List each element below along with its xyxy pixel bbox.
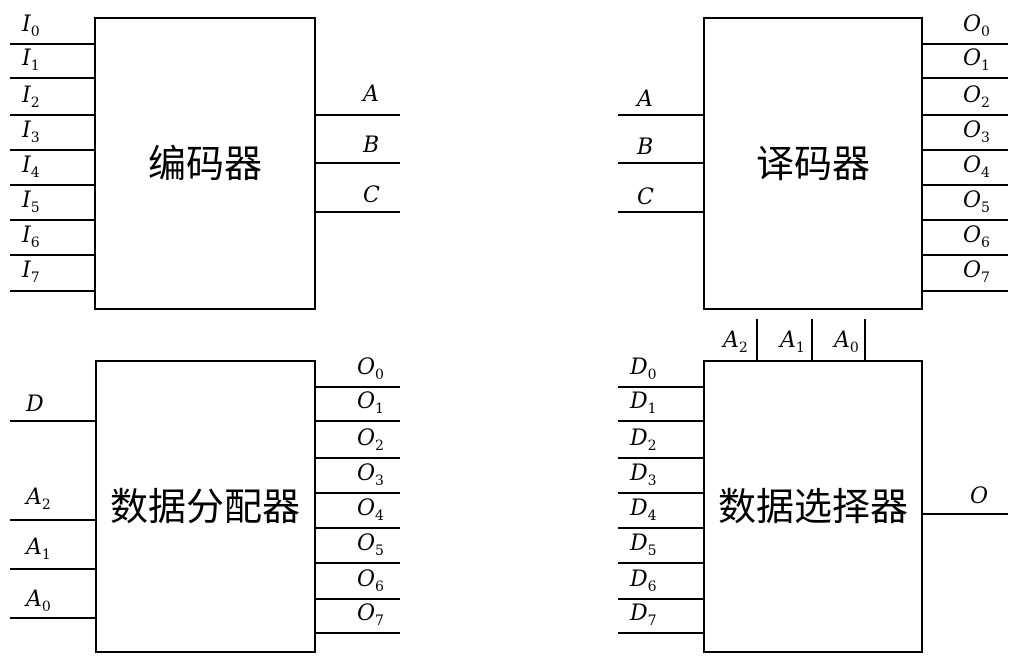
distributor-output-label: O7 [357,601,384,629]
selector-block: 数据选择器 A2 A1 A0 D0 D1 D2 D3 D4 [618,319,1008,653]
encoder-input-label: I7 [21,258,40,286]
distributor-output-label: O6 [357,567,384,595]
selector-input-wires [618,386,704,634]
selector-select-label: A1 [778,328,805,356]
encoder-input-label: I6 [21,223,40,251]
selector-input-label: D2 [629,426,657,454]
decoder-output-label: O0 [963,12,990,40]
selector-select-label: A2 [721,328,748,356]
distributor-box [95,360,316,653]
distributor-block: 数据分配器 D A2 A1 A0 O0 O1 O2 O3 [10,355,400,653]
encoder-block: 编码器 I0 I1 I2 I3 I4 I5 I6 I7 [10,12,400,310]
distributor-output-labels: O0 O1 O2 O3 O4 O5 O6 O7 [357,355,384,629]
selector-input-label: D5 [629,531,657,559]
selector-select-labels: A2 A1 A0 [721,328,859,356]
distributor-input-labels: D A2 A1 A0 [24,392,51,615]
encoder-input-wires [10,43,95,292]
decoder-output-label: O4 [963,153,990,181]
encoder-title: 编码器 [148,142,262,186]
encoder-output-label: A [361,82,379,107]
selector-output-label: O [970,484,988,509]
encoder-input-label: I0 [21,12,40,40]
decoder-input-label: C [637,185,654,210]
encoder-input-label: I5 [21,188,40,216]
decoder-output-labels: O0 O1 O2 O3 O4 O5 O6 O7 [963,12,990,286]
selector-title: 数据选择器 [718,485,908,529]
decoder-output-label: O7 [963,258,990,286]
selector-input-label: D7 [629,601,657,629]
selector-input-label: D6 [629,567,657,595]
encoder-output-label: B [362,133,379,158]
distributor-output-label: O1 [357,389,384,417]
decoder-block: 译码器 A B C O0 O1 O2 O3 O4 O5 [618,12,1008,310]
decoder-output-label: O1 [963,46,990,74]
decoder-output-wires [922,43,1008,292]
decoder-input-label: B [636,135,653,160]
distributor-output-wires [315,386,400,634]
distributor-output-label: O4 [357,496,384,524]
encoder-output-label: C [363,183,380,208]
encoder-output-wires [315,114,400,213]
selector-input-label: D3 [629,461,657,489]
encoder-input-label: I1 [21,46,40,74]
distributor-output-label: O5 [357,531,384,559]
selector-select-label: A0 [832,328,859,356]
distributor-output-label: O0 [357,355,384,383]
encoder-input-labels: I0 I1 I2 I3 I4 I5 I6 I7 [21,12,40,286]
encoder-input-label: I2 [21,83,40,111]
encoder-input-label: I4 [21,153,40,181]
selector-input-label: D1 [629,389,657,417]
selector-input-label: D0 [629,355,657,383]
selector-input-label: D4 [629,496,657,524]
decoder-title: 译码器 [756,142,870,186]
distributor-title: 数据分配器 [110,485,300,529]
distributor-address-label: A1 [24,535,51,563]
distributor-data-label: D [25,392,44,417]
selector-input-labels: D0 D1 D2 D3 D4 D5 D6 D7 [629,355,657,629]
distributor-address-label: A2 [24,485,51,513]
decoder-input-label: A [635,87,653,112]
decoder-input-labels: A B C [635,87,654,210]
encoder-output-labels: A B C [361,82,380,208]
encoder-input-label: I3 [21,118,40,146]
decoder-output-label: O5 [963,188,990,216]
distributor-output-label: O2 [357,426,384,454]
distributor-output-label: O3 [357,461,384,489]
decoder-output-label: O6 [963,223,990,251]
distributor-address-label: A0 [24,587,51,615]
decoder-input-wires [618,114,704,213]
selector-select-wires [756,319,866,361]
decoder-output-label: O2 [963,83,990,111]
decoder-output-label: O3 [963,118,990,146]
distributor-input-wires [10,420,96,619]
